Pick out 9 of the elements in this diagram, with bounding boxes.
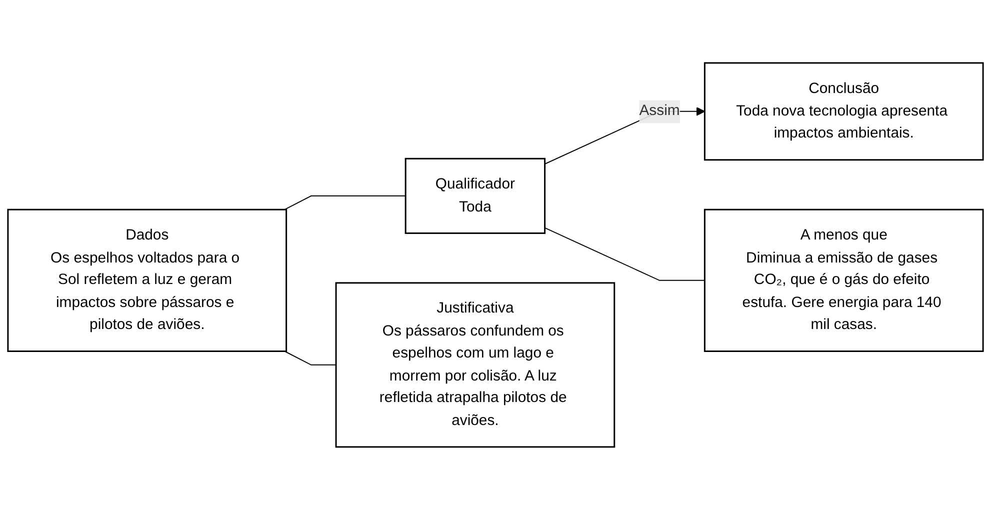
connector bbox=[544, 226, 706, 280]
node-box: Dados Os espelhos voltados para o Sol refletem a luz e geram impactos sobre pássaros e pilotos de aviões. bbox=[7, 208, 288, 352]
node-box: Justificativa Os pássaros confundem os espelhos com um lago e morrem por colisão. A luz refletida atrapalha pilotos de aviões. bbox=[335, 282, 616, 448]
node-box: Conclusão Toda nova tecnologia apresenta impactos ambientais. bbox=[704, 62, 984, 160]
node-box: A menos que Diminua a emissão de gases CO₂, que é o gás do efeito estufa. Gere energia para 140 mil casas. bbox=[704, 208, 984, 352]
edge-label: Assim bbox=[639, 102, 680, 119]
connector bbox=[284, 350, 337, 365]
connector bbox=[284, 194, 406, 210]
node-box: Qualificador Toda bbox=[404, 157, 546, 234]
